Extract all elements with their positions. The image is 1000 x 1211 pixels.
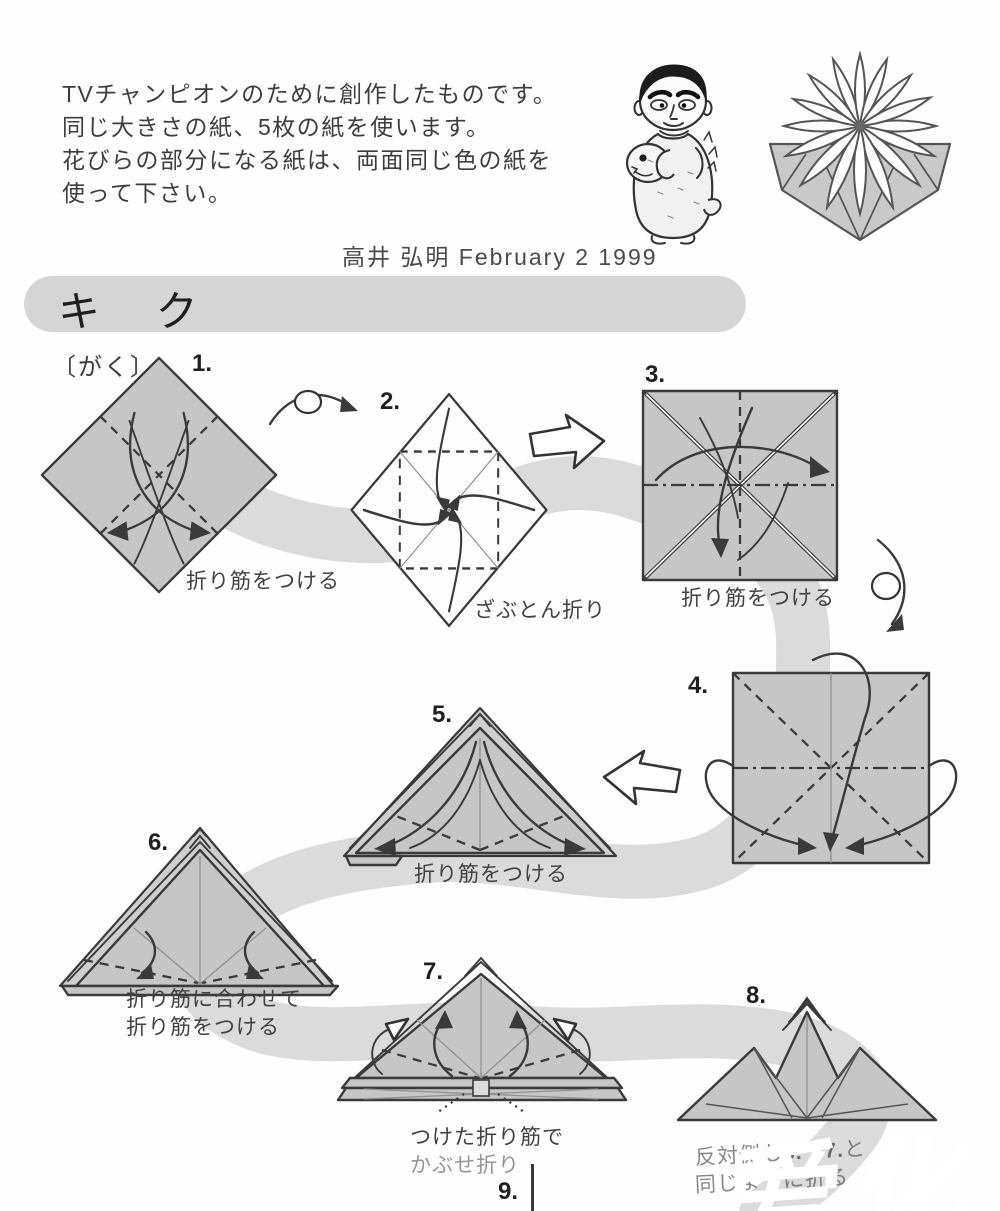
step-2-caption: ざぶとん折り	[474, 599, 606, 622]
step-5-diagram	[342, 706, 618, 867]
step-3-caption: 折り筋をつける	[681, 587, 835, 610]
step-3-number: 3.	[645, 361, 666, 388]
step-4-diagram	[704, 652, 958, 865]
step-7-number: 7.	[423, 958, 444, 985]
flower-petals	[780, 50, 940, 218]
flip-over-icon	[268, 389, 358, 426]
intro-text-line-3: 花びらの部分になる紙は、両面同じ色の紙を	[62, 147, 552, 173]
step-1-number: 1.	[192, 350, 213, 377]
step-9-diagram-edge	[531, 1164, 534, 1211]
step-2-diagram	[350, 392, 548, 628]
author-credit: 高井 弘明 February 2 1999	[342, 244, 658, 270]
step-7-diagram	[336, 956, 628, 1113]
step-6-number: 6.	[148, 829, 169, 856]
step-1-diagram	[40, 356, 278, 594]
step-5-number: 5.	[432, 701, 453, 728]
step-5-caption: 折り筋をつける	[414, 863, 568, 886]
page-title: キ ク	[58, 288, 220, 335]
intro-text-line-4: 使って下さい。	[62, 180, 233, 206]
step-8-diagram	[676, 996, 938, 1122]
step-7-caption-line-2: かぶせ折り	[410, 1154, 520, 1177]
step-6-caption-line-2: 折り筋をつける	[126, 1016, 280, 1039]
title-bar	[24, 276, 746, 332]
finished-model-illustration	[768, 50, 952, 242]
step-8-number: 8.	[746, 982, 767, 1009]
step-3-diagram	[641, 389, 839, 582]
author-caricature	[625, 64, 722, 245]
step-2-number: 2.	[380, 388, 401, 415]
intro-text-line-2: 同じ大きさの紙、5枚の紙を使います。	[62, 114, 491, 140]
next-step-arrow-icon	[528, 413, 606, 470]
step-6-caption-line-1: 折り筋に合わせて	[126, 988, 302, 1011]
rotate-icon	[870, 538, 906, 632]
step-7-caption-line-1: つけた折り筋で	[410, 1126, 564, 1149]
step-6-diagram	[58, 826, 340, 997]
step-1-caption: 折り筋をつける	[186, 570, 340, 593]
prev-direction-arrow-icon	[602, 749, 682, 806]
section-label: 〔がく〕	[52, 354, 156, 381]
step-9-number: 9.	[498, 1178, 519, 1205]
watermark-text: 爱化	[720, 1119, 990, 1211]
step-4-number: 4.	[688, 672, 709, 699]
intro-text-line-1: TVチャンピオンのために創作したものです。	[62, 81, 558, 107]
